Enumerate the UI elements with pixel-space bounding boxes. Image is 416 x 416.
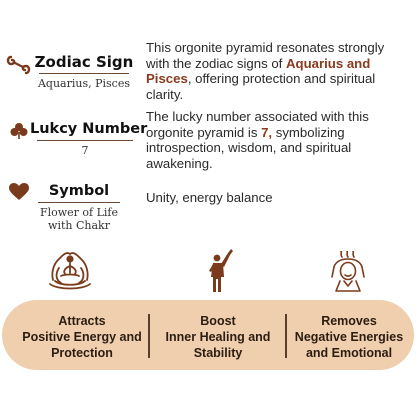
zodiac-label: Zodiac Sign Aquarius, Pisces [34, 53, 134, 90]
symbol-description: Unity, energy balance [146, 190, 273, 205]
zodiac-title: Zodiac Sign [34, 53, 134, 71]
benefit-boost: Boost Inner Healing and Stability [165, 314, 271, 360]
symbol-subtitle-line2: with Chakr [48, 219, 110, 232]
symbol-label: Symbol Flower of Life with Chakr [38, 183, 120, 232]
lucky-label: Lukcy Number 7 [30, 121, 148, 157]
lotus-meditation-icon [49, 252, 91, 290]
zodiac-description: This orgonite pyramid resonates strongly… [146, 40, 385, 102]
benefit-divider-1 [148, 314, 150, 358]
lucky-title: Lukcy Number [30, 121, 148, 137]
pisces-glyph-icon [6, 55, 31, 75]
lucky-highlight: 7, [261, 124, 273, 140]
lucky-subtitle: 7 [81, 144, 89, 157]
zodiac-highlight: Aquarius and Pisces [146, 55, 371, 87]
symbol-title: Symbol [48, 183, 110, 199]
victory-figure-icon [209, 249, 233, 292]
benefits-banner [2, 300, 414, 370]
clover-icon [10, 123, 28, 139]
benefit-attracts: Attracts Positive Energy and Protection [22, 314, 142, 360]
benefit-removes: Removes Negative Energies and Emotional [294, 314, 404, 360]
zodiac-subtitle: Aquarius, Pisces [37, 77, 130, 90]
symbol-divider [38, 202, 120, 203]
headache-relief-icon [331, 251, 365, 292]
lucky-description: The lucky number associated with this or… [146, 109, 369, 171]
heart-icon [9, 183, 29, 200]
symbol-subtitle-line1: Flower of Life [39, 206, 119, 219]
lucky-divider [37, 140, 133, 141]
zodiac-divider [39, 73, 129, 74]
benefit-divider-2 [285, 314, 287, 358]
